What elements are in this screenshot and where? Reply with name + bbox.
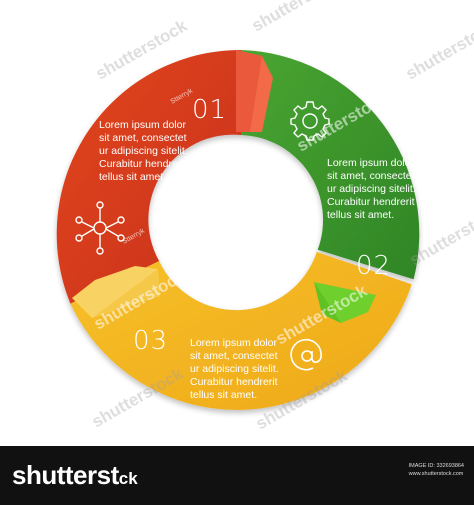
segment-text-03: Lorem ipsum dolor sit amet, consectet ur…: [190, 337, 279, 401]
svg-text:Lorem ipsum dolor: Lorem ipsum dolor: [327, 157, 414, 169]
svg-text:sit amet, consectet: sit amet, consectet: [327, 170, 415, 182]
gear-icon: [290, 101, 330, 141]
brand-logo: shutterstck: [12, 460, 138, 490]
segment-number-01: 01: [192, 95, 227, 125]
fold-tab-red-shade: [236, 50, 262, 132]
svg-text:sit amet, consectet: sit amet, consectet: [190, 350, 278, 362]
svg-text:ur adipiscing sitelit.: ur adipiscing sitelit.: [99, 145, 188, 157]
cycle-diagram: 01 02 03 Lorem ipsum dolor sit amet, con…: [56, 0, 474, 433]
svg-text:Curabitur hendrerit: Curabitur hendrerit: [190, 376, 278, 388]
svg-text:Lorem ipsum dolor: Lorem ipsum dolor: [190, 337, 277, 349]
site-url: www.shutterstock.com: [408, 471, 464, 477]
segment-text-01: Lorem ipsum dolor sit amet, consectet ur…: [99, 119, 188, 183]
image-id: IMAGE ID: 332693864: [408, 463, 464, 469]
segment-red: [56, 49, 241, 304]
svg-text:ur adipiscing sitelit.: ur adipiscing sitelit.: [327, 183, 416, 195]
segment-green: [241, 50, 420, 280]
svg-text:sit amet, consectet: sit amet, consectet: [99, 132, 187, 144]
svg-text:Curabitur hendrerit: Curabitur hendrerit: [99, 158, 187, 170]
fold-tab-green-shade: [314, 282, 341, 323]
fold-tab-yellow: [72, 266, 160, 318]
svg-text:tellus sit amet.: tellus sit amet.: [190, 389, 257, 401]
segment-number-03: 03: [133, 326, 168, 356]
svg-text:Curabitur hendrerit: Curabitur hendrerit: [327, 196, 415, 208]
svg-text:Lorem ipsum dolor: Lorem ipsum dolor: [99, 119, 186, 131]
segment-text-02: Lorem ipsum dolor sit amet, consectet ur…: [327, 157, 416, 221]
svg-text:shutterstock: shutterstock: [249, 0, 347, 35]
svg-text:shutterstock: shutterstock: [403, 16, 474, 84]
fold-tab-yellow-shade: [92, 269, 160, 318]
at-sign-icon: [290, 338, 322, 371]
network-icon: [75, 201, 125, 255]
image-meta: IMAGE ID: 332693864 www.shutterstock.com: [409, 462, 464, 478]
footer-bar: shutterstck IMAGE ID: 332693864 www.shut…: [0, 446, 474, 505]
svg-text:tellus sit amet.: tellus sit amet.: [99, 171, 166, 183]
svg-text:ur adipiscing sitelit.: ur adipiscing sitelit.: [190, 363, 279, 375]
svg-text:tellus sit amet.: tellus sit amet.: [327, 209, 394, 221]
segment-number-02: 02: [356, 251, 391, 281]
